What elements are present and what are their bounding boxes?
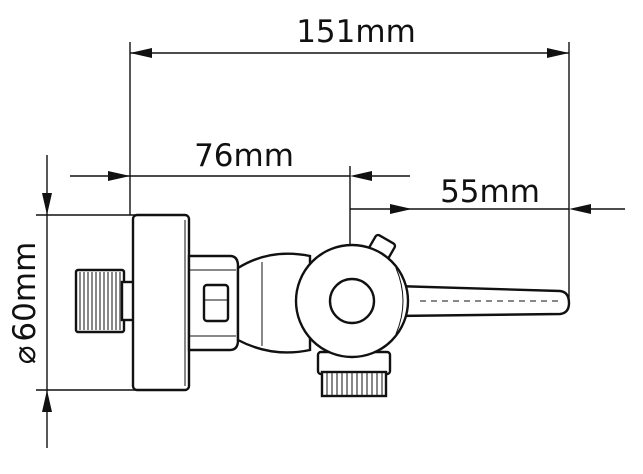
bottom-outlet-thread bbox=[316, 350, 392, 398]
left-threaded-connector bbox=[74, 268, 136, 334]
dimension-center-distance: 76mm bbox=[70, 138, 410, 300]
valve-neck bbox=[236, 252, 312, 354]
diameter-symbol: ⌀ bbox=[7, 346, 43, 365]
hex-nut bbox=[187, 254, 240, 352]
lever-handle bbox=[393, 284, 571, 318]
diameter-label: 60mm bbox=[7, 242, 43, 342]
wall-flange bbox=[131, 213, 191, 392]
dimension-diameter: ⌀ 60mm bbox=[7, 155, 135, 448]
dimension-overall-length: 151mm bbox=[129, 14, 570, 298]
valve-center-body bbox=[294, 243, 410, 359]
dimension-lever-length: 55mm bbox=[350, 174, 625, 214]
lever-length-label: 55mm bbox=[440, 174, 540, 210]
overall-length-label: 151mm bbox=[296, 14, 416, 50]
svg-text:⌀60mm: ⌀ 60mm bbox=[7, 242, 43, 365]
center-distance-label: 76mm bbox=[194, 138, 294, 174]
valve-body bbox=[74, 213, 571, 398]
